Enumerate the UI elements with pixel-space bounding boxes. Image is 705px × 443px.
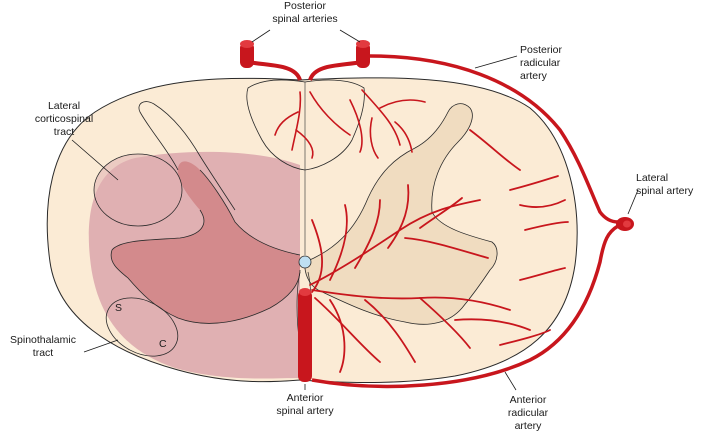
anterior-spinal-artery bbox=[298, 288, 312, 382]
posterior-column-branches bbox=[274, 89, 426, 159]
posterior-spinal-arteries bbox=[240, 40, 370, 81]
spinothalamic-tract bbox=[105, 297, 179, 357]
left-gray-outline bbox=[110, 169, 301, 324]
posterior-radicular-artery bbox=[369, 54, 619, 224]
anterior-radicular-artery bbox=[311, 224, 619, 389]
leader-lines bbox=[71, 29, 639, 391]
left-gray-matter-infarct bbox=[110, 161, 301, 324]
posterior-column-left bbox=[246, 79, 306, 171]
label-lateral-corticospinal-tract: Lateral corticospinal tract bbox=[34, 100, 94, 138]
left-dorsal-horn bbox=[138, 101, 236, 211]
label-posterior-radicular-artery: Posterior radicular artery bbox=[520, 44, 563, 82]
posterior-column-right bbox=[304, 79, 365, 171]
label-s-marker: S bbox=[115, 302, 123, 314]
label-c-marker: C bbox=[159, 338, 167, 350]
label-anterior-spinal-artery: Anterior spinal artery bbox=[276, 392, 334, 417]
central-canal bbox=[298, 255, 312, 269]
label-posterior-spinal-arteries: Posterior spinal arteries bbox=[272, 0, 338, 25]
lateral-corticospinal-tract bbox=[93, 153, 183, 227]
lateral-spinal-artery bbox=[616, 217, 634, 231]
intramedullary-branches bbox=[309, 129, 569, 373]
label-lateral-spinal-artery: Lateral spinal artery bbox=[636, 172, 694, 197]
label-anterior-radicular-artery: Anterior radicular artery bbox=[507, 394, 549, 432]
label-spinothalamic-tract: Spinothalamic tract bbox=[10, 334, 76, 359]
right-gray-matter bbox=[304, 103, 498, 325]
